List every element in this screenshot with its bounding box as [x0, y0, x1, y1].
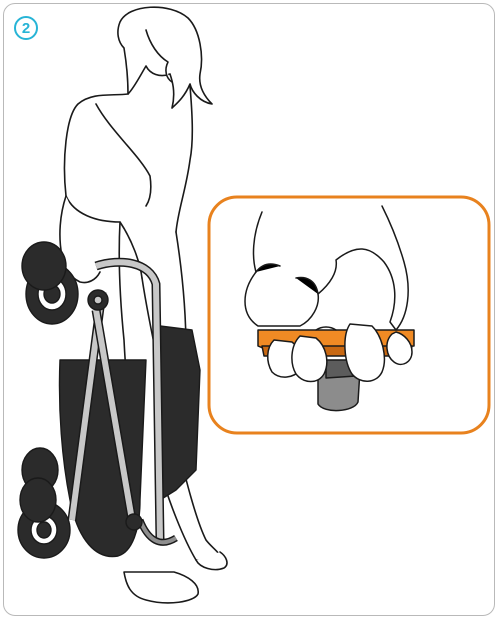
instruction-illustration — [0, 0, 500, 621]
